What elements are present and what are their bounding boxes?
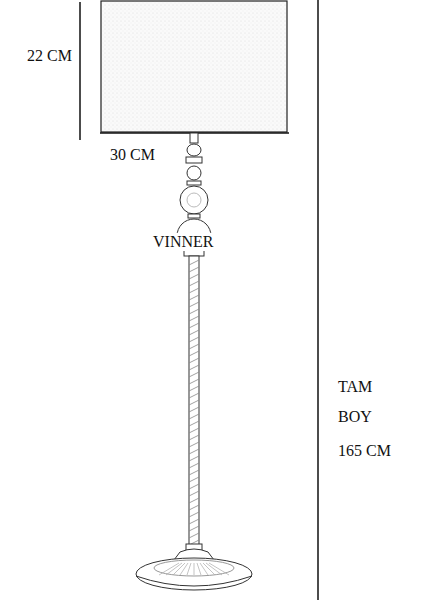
shaft-twist-stroke bbox=[189, 330, 199, 335]
shaft-twist-stroke bbox=[189, 358, 199, 363]
dimension-label: 165 CM bbox=[338, 442, 391, 460]
shaft-twist-stroke bbox=[189, 470, 199, 475]
shaft-twist-stroke bbox=[189, 316, 199, 321]
twisted-shaft bbox=[189, 260, 199, 545]
shaft-twist-stroke bbox=[189, 512, 199, 517]
lamp-stem bbox=[177, 133, 211, 546]
total-height-caption: TAM BOY bbox=[338, 372, 378, 432]
shaft-twist-stroke bbox=[189, 309, 199, 314]
shaft-twist-stroke bbox=[189, 274, 199, 279]
shaft-twist-stroke bbox=[189, 498, 199, 503]
shaft-twist-stroke bbox=[189, 519, 199, 524]
base-flute-stroke bbox=[173, 563, 185, 575]
shaft-twist-stroke bbox=[189, 526, 199, 531]
shaft-twist-stroke bbox=[189, 281, 199, 286]
shaft-twist-stroke bbox=[189, 435, 199, 440]
shaft-twist-stroke bbox=[189, 323, 199, 328]
dimension-label: 22 CM bbox=[27, 47, 72, 65]
lamp-shade bbox=[101, 1, 287, 132]
base-flute-stroke bbox=[200, 563, 208, 575]
shaft-twist-stroke bbox=[189, 365, 199, 370]
shaft-twist-stroke bbox=[189, 407, 199, 412]
shaft-twist-stroke bbox=[189, 533, 199, 538]
brand-label: VINNER bbox=[152, 233, 214, 251]
base-flute-stroke bbox=[209, 563, 229, 575]
shaft-twist-stroke bbox=[189, 379, 199, 384]
base-flute-stroke bbox=[166, 563, 182, 575]
shaft-twist-stroke bbox=[189, 400, 199, 405]
shaft-twist-stroke bbox=[189, 288, 199, 293]
shaft-twist-stroke bbox=[189, 421, 199, 426]
shaft-twist-stroke bbox=[189, 337, 199, 342]
shaft-twist-stroke bbox=[189, 267, 199, 272]
base-flute-stroke bbox=[187, 563, 191, 575]
total-height-line bbox=[317, 0, 319, 600]
shaft-twist-stroke bbox=[189, 456, 199, 461]
base-flute-stroke bbox=[197, 563, 201, 575]
shaft-twist-stroke bbox=[189, 414, 199, 419]
lamp-base bbox=[136, 544, 252, 590]
shaft-twist-stroke bbox=[189, 351, 199, 356]
shaft-twist-stroke bbox=[189, 505, 199, 510]
shaft-twist-stroke bbox=[189, 344, 199, 349]
height-dimension-line bbox=[79, 2, 81, 140]
shaft-twist-stroke bbox=[189, 295, 199, 300]
shaft-twist-stroke bbox=[189, 491, 199, 496]
base-fluting bbox=[159, 563, 229, 575]
dimension-label: 30 CM bbox=[110, 146, 155, 164]
shaft-twist-stroke bbox=[189, 442, 199, 447]
base-flute-stroke bbox=[203, 563, 215, 575]
shaft-twist-stroke bbox=[189, 484, 199, 489]
base-flute-stroke bbox=[159, 563, 179, 575]
shaft-twist-stroke bbox=[189, 463, 199, 468]
shaft-twist-stroke bbox=[189, 260, 199, 265]
shaft-twist-stroke bbox=[189, 372, 199, 377]
shaft-twist-stroke bbox=[189, 449, 199, 454]
base-flute-stroke bbox=[194, 563, 195, 575]
shaft-twist-stroke bbox=[189, 428, 199, 433]
shaft-twist-stroke bbox=[189, 302, 199, 307]
base-flute-stroke bbox=[180, 563, 188, 575]
shaft-twist-stroke bbox=[189, 393, 199, 398]
shaft-twist-stroke bbox=[189, 477, 199, 482]
shaft-twist-stroke bbox=[189, 386, 199, 391]
